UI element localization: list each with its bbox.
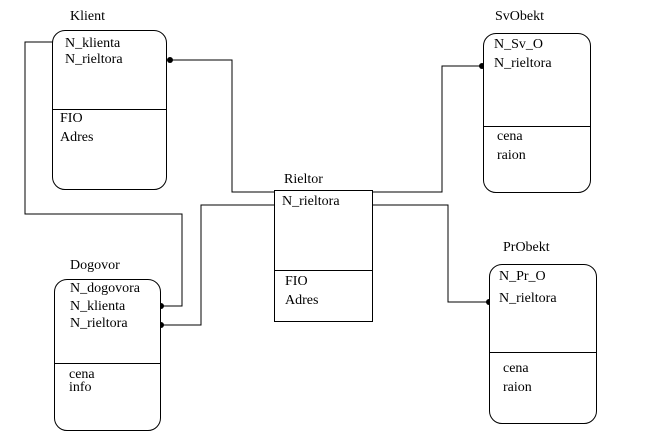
field-attr: raion: [503, 380, 532, 395]
field-key: N_dogovora: [70, 281, 140, 296]
entity-rieltor: N_rieltora FIO Adres: [274, 190, 373, 322]
field-key: N_rieltora: [70, 316, 128, 331]
field-attr: cena: [69, 367, 95, 382]
field-key: N_rieltora: [65, 52, 123, 67]
field-key: N_klienta: [70, 299, 126, 314]
entity-dogovor: N_dogovora N_klienta N_rieltora cena inf…: [54, 279, 161, 431]
field-attr: raion: [497, 148, 526, 163]
field-key: N_rieltora: [282, 194, 340, 209]
entity-divider: [55, 363, 160, 364]
entity-title-rieltor: Rieltor: [284, 172, 323, 187]
field-attr: FIO: [285, 274, 308, 289]
entity-divider: [275, 270, 372, 271]
entity-klient: N_klienta N_rieltora FIO Adres: [52, 30, 167, 190]
entity-svobekt: N_Sv_O N_rieltora cena raion: [483, 33, 591, 193]
entity-divider: [484, 126, 590, 127]
entity-title-klient: Klient: [70, 9, 105, 24]
entity-title-dogovor: Dogovor: [70, 258, 120, 273]
field-key: N_rieltora: [499, 291, 557, 306]
field-attr: info: [69, 380, 92, 395]
field-key: N_Sv_O: [494, 37, 544, 52]
link-rieltor-dogovor: [161, 204, 274, 326]
entity-title-probekt: PrObekt: [503, 240, 550, 255]
entity-divider: [490, 352, 596, 353]
field-attr: Adres: [60, 130, 94, 145]
field-attr: cena: [503, 361, 529, 376]
link-klient-dogovor: [24, 41, 183, 307]
link-klient-rieltor: [170, 59, 274, 193]
field-attr: FIO: [60, 111, 83, 126]
link-rieltor-svobekt: [373, 65, 482, 193]
field-key: N_klienta: [65, 36, 121, 51]
entity-title-svobekt: SvObekt: [495, 9, 544, 24]
link-rieltor-probekt: [373, 204, 489, 303]
field-key: N_rieltora: [494, 56, 552, 71]
field-attr: cena: [497, 129, 523, 144]
entity-divider: [53, 109, 166, 110]
field-key: N_Pr_O: [499, 269, 546, 284]
link-dot: [167, 57, 173, 63]
field-attr: Adres: [285, 293, 319, 308]
entity-probekt: N_Pr_O N_rieltora cena raion: [489, 264, 597, 424]
